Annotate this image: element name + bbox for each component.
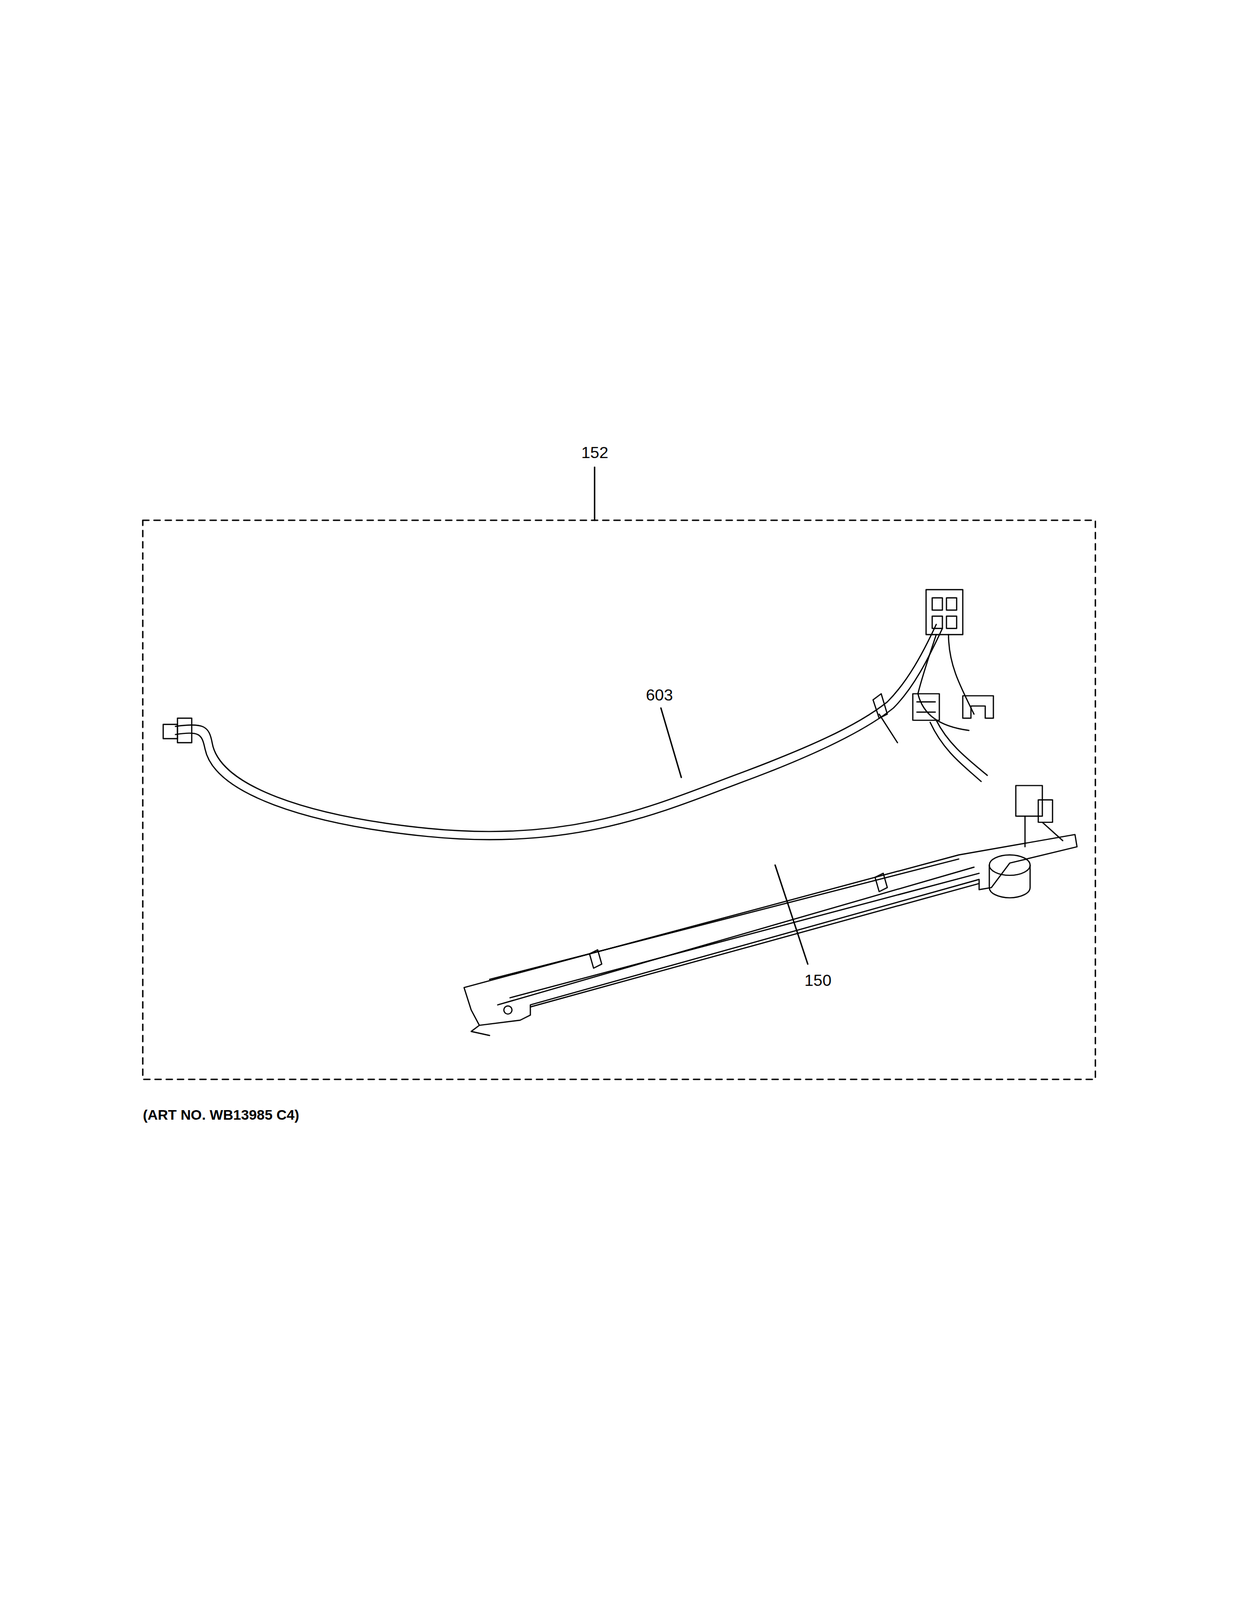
art-number-note: (ART NO. WB13985 C4) xyxy=(142,1107,300,1122)
callout-number: 603 xyxy=(645,686,673,703)
wire-harness xyxy=(163,589,994,840)
door-lock-bracket xyxy=(464,785,1077,1036)
assembly-outline xyxy=(142,520,1096,1079)
callout-number: 150 xyxy=(804,971,832,989)
callout-number: 152 xyxy=(581,444,608,461)
leader-line xyxy=(593,467,596,521)
leader-line xyxy=(775,864,808,964)
leader-line xyxy=(660,707,682,778)
